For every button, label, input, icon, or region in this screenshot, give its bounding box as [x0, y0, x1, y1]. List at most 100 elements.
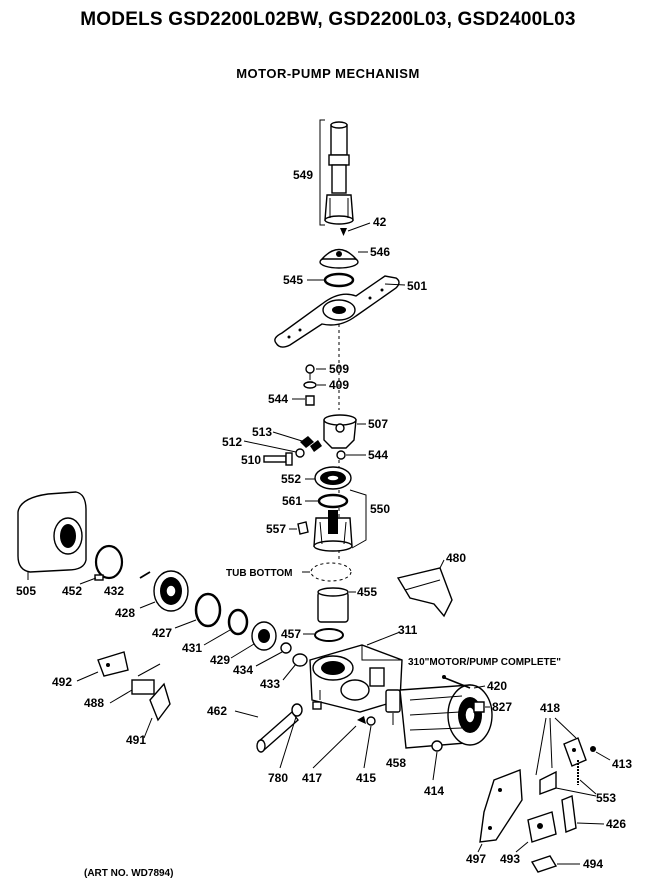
label-434: 434 — [233, 663, 253, 677]
part-452-clamp[interactable] — [94, 544, 124, 581]
label-507: 507 — [368, 417, 388, 431]
part-42-screw[interactable] — [340, 228, 347, 236]
label-457: 457 — [281, 627, 301, 641]
label-544-lower: 544 — [368, 448, 388, 462]
label-493: 493 — [500, 852, 520, 866]
label-311: 311 — [398, 623, 418, 637]
part-546-hub[interactable] — [319, 248, 359, 269]
page-title: MODELS GSD2200L02BW, GSD2200L03, GSD2400… — [80, 9, 576, 30]
label-497: 497 — [466, 852, 486, 866]
part-561-gasket[interactable] — [317, 493, 349, 509]
label-827: 827 — [492, 700, 512, 714]
label-428: 428 — [115, 606, 135, 620]
part-420-wire[interactable] — [442, 675, 471, 689]
part-409-washer[interactable] — [303, 381, 317, 389]
part-512-washer[interactable] — [295, 448, 305, 458]
label-433: 433 — [260, 677, 280, 691]
label-492: 492 — [52, 675, 72, 689]
label-552: 552 — [281, 472, 301, 486]
art-number: (ART NO. WD7894) — [84, 868, 174, 879]
label-510: 510 — [241, 453, 261, 467]
part-414-nut[interactable] — [431, 740, 443, 752]
label-557: 557 — [266, 522, 286, 536]
label-415: 415 — [356, 771, 376, 785]
part-426-bracket[interactable] — [561, 795, 577, 833]
part-415-grommet[interactable] — [366, 716, 376, 726]
label-458: 458 — [386, 756, 406, 770]
label-546: 546 — [370, 245, 390, 259]
part-494-foot[interactable] — [530, 855, 558, 873]
label-550: 550 — [370, 502, 390, 516]
part-510-screw[interactable] — [263, 452, 293, 466]
part-550-strainer[interactable] — [313, 510, 353, 552]
part-505-housing[interactable] — [17, 491, 87, 573]
part-507-housing[interactable] — [323, 414, 357, 449]
label-tub-bottom: TUB BOTTOM — [226, 568, 292, 579]
part-544-nut-lower[interactable] — [336, 450, 346, 460]
part-492-bracket[interactable] — [97, 651, 129, 677]
label-413: 413 — [612, 757, 632, 771]
part-433-seal[interactable] — [292, 653, 308, 667]
part-431-ring[interactable] — [227, 608, 249, 636]
label-494: 494 — [583, 857, 603, 871]
part-417-screw[interactable] — [357, 716, 366, 724]
part-458-connector[interactable] — [385, 689, 401, 713]
part-493-pad[interactable] — [527, 811, 557, 843]
label-505: 505 — [16, 584, 36, 598]
label-513: 513 — [252, 425, 272, 439]
diagram-subtitle: MOTOR-PUMP MECHANISM — [236, 66, 420, 81]
bracket-550 — [349, 489, 367, 549]
motor-assembly[interactable] — [399, 684, 493, 749]
label-432: 432 — [104, 584, 124, 598]
label-549: 549 — [293, 168, 313, 182]
label-480: 480 — [446, 551, 466, 565]
label-417: 417 — [302, 771, 322, 785]
bracket-549 — [319, 119, 325, 226]
label-780: 780 — [268, 771, 288, 785]
label-414: 414 — [424, 784, 444, 798]
part-462-hose[interactable] — [256, 710, 299, 753]
part-501-spray-arm[interactable] — [274, 275, 400, 348]
label-409: 409 — [329, 378, 349, 392]
part-545-gasket[interactable] — [323, 272, 355, 288]
part-418-spring[interactable] — [563, 737, 587, 767]
label-561: 561 — [282, 494, 302, 508]
part-827-bracket[interactable] — [473, 701, 485, 713]
label-420: 420 — [487, 679, 507, 693]
label-488: 488 — [84, 696, 104, 710]
label-426: 426 — [606, 817, 626, 831]
part-557-clip[interactable] — [297, 521, 309, 535]
part-552-chopper[interactable] — [314, 466, 352, 490]
label-545: 545 — [283, 273, 303, 287]
part-509-screw[interactable] — [305, 364, 315, 380]
part-549-spray-tube[interactable] — [324, 121, 354, 225]
label-462: 462 — [207, 704, 227, 718]
label-512: 512 — [222, 435, 242, 449]
label-553: 553 — [596, 791, 616, 805]
part-488-switch[interactable] — [131, 663, 161, 695]
part-429-impeller[interactable] — [251, 621, 277, 651]
part-413-screw[interactable] — [590, 746, 596, 752]
label-455: 455 — [357, 585, 377, 599]
part-544-nut-upper[interactable] — [305, 395, 315, 406]
label-motor-pump-complete: 310"MOTOR/PUMP COMPLETE" — [408, 657, 561, 668]
label-452: 452 — [62, 584, 82, 598]
part-434-seal[interactable] — [280, 642, 292, 654]
part-432-screw[interactable] — [139, 571, 151, 579]
part-480-duct[interactable] — [396, 567, 453, 618]
part-311-pump-body[interactable] — [309, 644, 403, 713]
part-513-impeller[interactable] — [300, 436, 322, 452]
part-780-clamp[interactable] — [291, 701, 322, 717]
part-427-gasket[interactable] — [194, 592, 222, 628]
tub-bottom-opening — [310, 562, 352, 582]
part-457-ring[interactable] — [314, 628, 344, 642]
label-501: 501 — [407, 279, 427, 293]
label-427: 427 — [152, 626, 172, 640]
part-497-mount[interactable] — [479, 769, 523, 843]
label-42: 42 — [373, 215, 387, 229]
part-491-clip[interactable] — [149, 682, 171, 722]
label-509: 509 — [329, 362, 349, 376]
part-428-pump-housing[interactable] — [153, 570, 189, 612]
part-455-seal[interactable] — [317, 587, 349, 623]
